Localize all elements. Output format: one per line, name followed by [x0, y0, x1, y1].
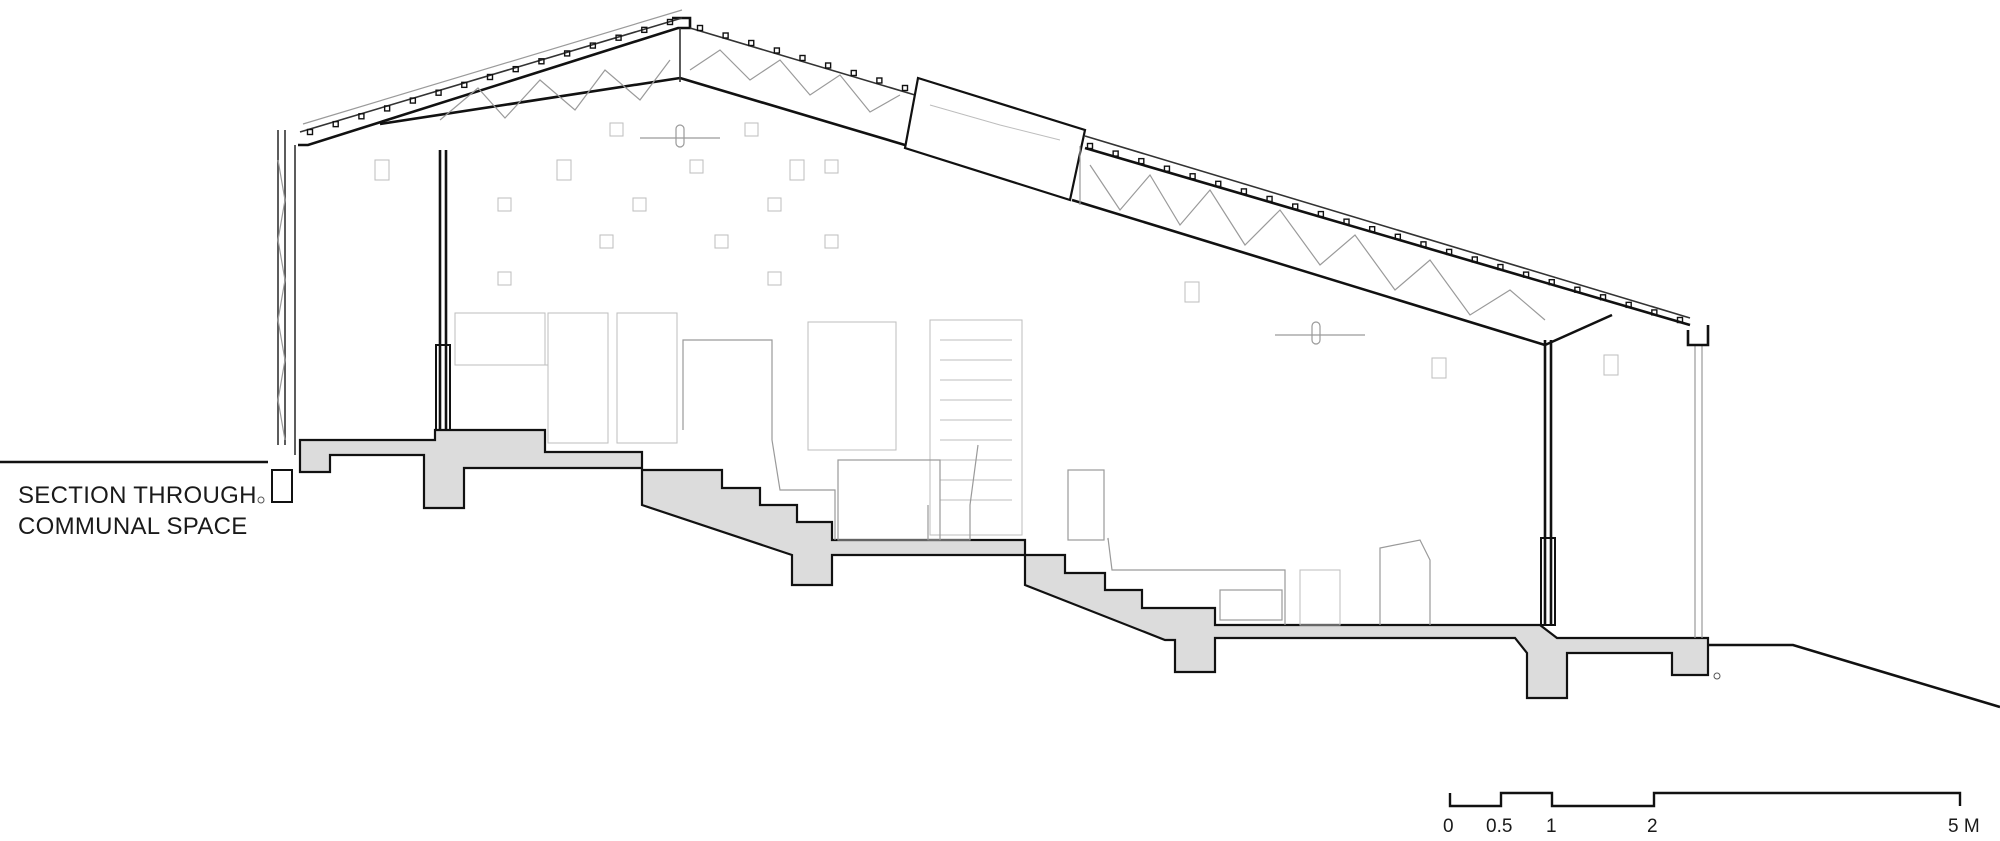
roof-tile-mark — [748, 39, 755, 47]
roof-tile-mark — [876, 77, 883, 84]
roof-tile-mark — [1343, 218, 1350, 225]
roof-tile-mark — [799, 54, 806, 62]
scale-label-2: 2 — [1647, 816, 1658, 837]
roof-tiles — [306, 18, 1684, 324]
roof-tile-mark — [641, 26, 648, 34]
roof-tile-mark — [1240, 188, 1248, 195]
roof-tile-mark — [1625, 301, 1632, 309]
interior-elevation — [454, 312, 1431, 626]
scale-bar: 0 0.5 1 2 5 M — [1443, 791, 1980, 837]
roof-tile-mark — [383, 105, 391, 112]
roof-tile-mark — [824, 62, 832, 69]
concrete-slab — [298, 428, 1710, 700]
roof-tile-mark — [538, 58, 545, 65]
roof-tile-mark — [589, 42, 597, 49]
roof-tile-mark — [1368, 226, 1376, 233]
roof-tile-mark — [615, 34, 622, 41]
column-right — [1540, 340, 1556, 626]
roof-tile-mark — [512, 65, 519, 73]
left-wall — [271, 130, 296, 503]
section-title: SECTION THROUGH COMMUNAL SPACE — [18, 480, 257, 542]
roof-tile-mark — [409, 97, 417, 104]
roof-tile-mark — [435, 89, 442, 96]
roof-tile-mark — [1394, 233, 1402, 240]
clerestory-window — [903, 76, 1087, 202]
roof-tile-mark — [1138, 157, 1145, 165]
section-title-line-1: SECTION THROUGH — [18, 482, 257, 509]
roof-left — [298, 9, 916, 147]
roof-tile-mark — [1215, 180, 1222, 188]
roof-tile-mark — [901, 84, 909, 92]
roof-tile-mark — [332, 120, 339, 128]
roof-tile-mark — [1651, 309, 1658, 316]
roof-tile-mark — [722, 32, 729, 39]
roof-tile-mark — [1292, 203, 1299, 210]
roof-tile-mark — [1086, 142, 1094, 150]
roof-tile-mark — [1676, 316, 1684, 324]
roof-right — [1071, 135, 1691, 347]
roof-tile-mark — [773, 47, 781, 54]
roof-tile-mark — [1266, 195, 1273, 203]
roof-tile-mark — [1317, 210, 1325, 218]
roof-tile-mark — [1497, 263, 1504, 271]
roof-tile-mark — [358, 113, 365, 120]
roof-tile-mark — [563, 50, 571, 57]
scale-label-1: 1 — [1546, 816, 1557, 837]
roof-tile-mark — [1445, 248, 1453, 256]
roof-tile-mark — [1522, 271, 1530, 278]
roof-tile-mark — [1471, 256, 1478, 263]
roof-tile-mark — [1112, 150, 1119, 157]
scale-label-0: 0 — [1443, 816, 1454, 837]
roof-tile-mark — [306, 128, 314, 136]
roof-tile-mark — [666, 18, 674, 26]
right-wall — [1686, 325, 1710, 638]
ceiling-fixtures — [374, 122, 1619, 379]
column-left — [435, 150, 451, 431]
roof-tile-mark — [461, 81, 468, 89]
roof-tile-mark — [1574, 286, 1581, 293]
roof-tile-mark — [1163, 165, 1171, 172]
roof-tile-mark — [1189, 173, 1196, 180]
scale-label-5m: 5 M — [1948, 816, 1980, 837]
ground-line — [0, 460, 2000, 709]
roof-tile-mark — [696, 24, 704, 32]
roof-tile-mark — [1420, 241, 1427, 248]
roof-tile-mark — [1599, 294, 1607, 301]
section-title-line-2: COMMUNAL SPACE — [18, 513, 248, 540]
scale-label-0-5: 0.5 — [1486, 816, 1512, 837]
roof-tile-mark — [1548, 278, 1555, 286]
roof-tile-mark — [486, 73, 494, 81]
roof-tile-mark — [850, 69, 857, 77]
